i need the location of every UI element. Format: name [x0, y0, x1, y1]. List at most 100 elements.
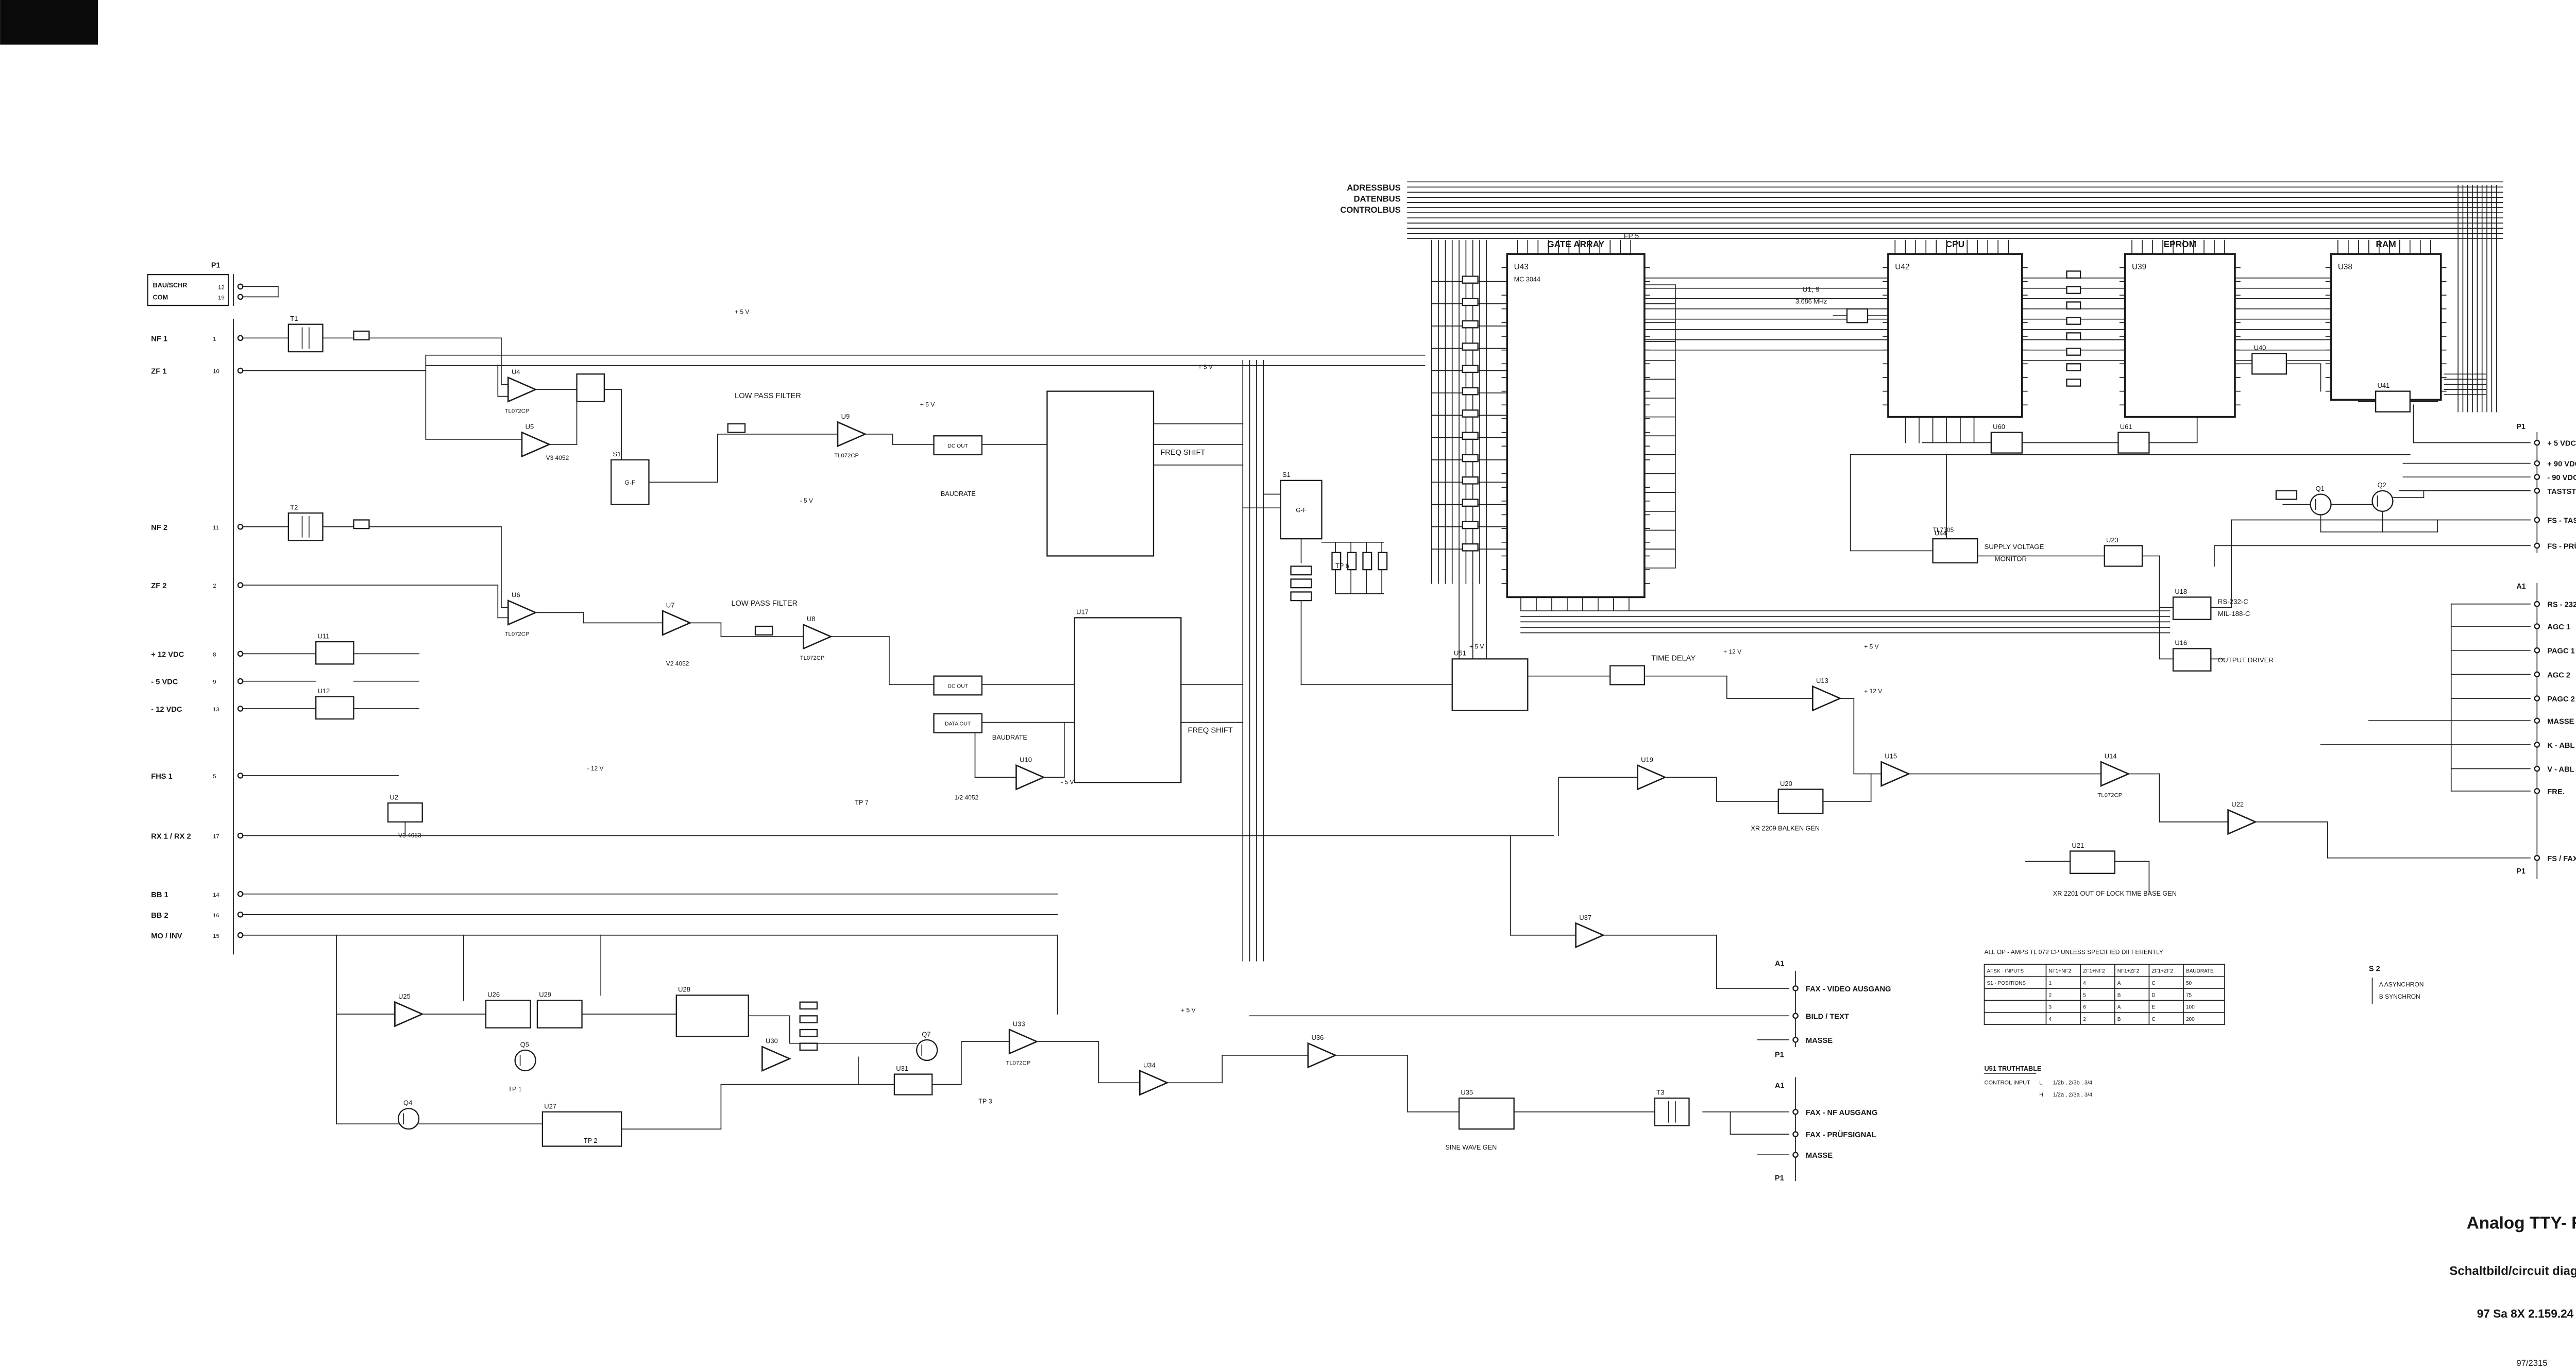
- port-label: FS - TASTSIGNAL: [2547, 517, 2576, 525]
- table-cell: CONTROL INPUT: [1985, 1080, 2031, 1086]
- opamp-ref: U30: [766, 1037, 778, 1045]
- component-box: [576, 373, 605, 402]
- component-ref: U61: [2120, 423, 2132, 431]
- component-ref: U60: [1993, 423, 2005, 431]
- table-cell: 50: [2186, 981, 2192, 986]
- schematic-label: V3 4053: [398, 832, 421, 839]
- scan-artifact: [0, 0, 98, 45]
- schematic-label: TP 6: [1335, 562, 1349, 570]
- port-label: NF 1: [151, 335, 167, 343]
- ic-ref: U43: [1514, 263, 1529, 271]
- table-cell: 1/2a , 2/3a , 3/4: [2053, 1092, 2092, 1098]
- opamp-ref: U33: [1013, 1020, 1025, 1027]
- component-box: [541, 1111, 622, 1147]
- component-ref: U27: [544, 1102, 556, 1110]
- transistor-icon: [397, 1108, 420, 1130]
- table-cell: 1: [2048, 981, 2052, 986]
- port-pin: 12: [218, 285, 225, 291]
- component-box: [1280, 479, 1323, 540]
- opamp-icon: [761, 1046, 792, 1072]
- connector-pin: [237, 706, 244, 712]
- component-box: [485, 1000, 531, 1029]
- component-box: [933, 675, 982, 696]
- component-box: [1609, 665, 1646, 686]
- ic-box: [1506, 253, 1646, 598]
- schematic-label: XR 2209 BALKEN GEN: [1751, 825, 1820, 832]
- port-pin: 8: [213, 652, 216, 658]
- component-label: G-F: [625, 479, 636, 486]
- resistor-box: [799, 1015, 818, 1023]
- table-cell: C: [2151, 981, 2155, 986]
- component-ref: U23: [2106, 536, 2119, 544]
- component-box: [1074, 617, 1182, 783]
- table-cell: E: [2151, 1005, 2155, 1010]
- connector-pin: [237, 773, 244, 779]
- table-cell: C: [2151, 1017, 2155, 1022]
- resistor-box: [2066, 348, 2081, 356]
- schematic-label: A1: [1775, 960, 1784, 968]
- schematic-label: LOW PASS FILTER: [731, 599, 798, 608]
- resistor-box: [2066, 270, 2081, 279]
- schematic-label: 3.686 MHz: [1795, 298, 1827, 305]
- opamp-ref: U25: [398, 992, 411, 1000]
- port-label: PAGC 2: [2547, 695, 2574, 704]
- opamp-ref: U10: [1020, 756, 1032, 763]
- ic-box: [2330, 253, 2442, 401]
- port-pin: 11: [213, 525, 219, 531]
- schematic-label: MIL-188-C: [2218, 610, 2250, 618]
- part-label: TL072CP: [505, 408, 530, 414]
- component-box: [2069, 850, 2115, 874]
- port-label: FRE.: [2547, 788, 2564, 796]
- port-label: FHS 1: [151, 773, 173, 781]
- table-cell: 4: [2083, 981, 2086, 986]
- connector-pin: [1792, 1037, 1799, 1043]
- schematic-label: - 12 V: [587, 765, 604, 772]
- component-ref: U21: [2072, 842, 2084, 849]
- wires-layer: [233, 181, 2538, 1181]
- resistor-box: [1462, 276, 1479, 284]
- opamp-icon: [803, 623, 833, 650]
- table-cell: ZF1+ZF2: [2151, 969, 2173, 974]
- sheet-number: 97/2315: [2516, 1358, 2547, 1368]
- table-cell: AFSK - INPUTS: [1987, 969, 2024, 974]
- connector-pin: [237, 294, 244, 300]
- component-box: [933, 435, 982, 456]
- diagram-title: Analog TTY- FAX: [2467, 1213, 2576, 1232]
- schematic-label: RS-232-C: [2218, 598, 2249, 606]
- schematic-label: P1: [211, 262, 221, 270]
- opamp-icon: [1307, 1042, 1337, 1069]
- schematic-label: A1: [1775, 1082, 1784, 1090]
- component-box: [387, 802, 423, 823]
- port-label: - 90 VDC: [2547, 474, 2576, 482]
- resistor-box: [1462, 298, 1479, 306]
- schematic-label: - 5 V: [1061, 779, 1074, 786]
- connector-pin: [237, 283, 244, 290]
- resistor-box: [1290, 565, 1312, 576]
- port-pin: 15: [213, 933, 219, 939]
- opamp-icon: [1575, 922, 1605, 949]
- drawing-number: 97 Sa 8X 2.159.24: [2477, 1307, 2574, 1321]
- component-ref: U16: [2175, 639, 2187, 647]
- connector-pin: [2534, 488, 2540, 494]
- transistor-icon: [514, 1049, 536, 1072]
- resistor-box: [1462, 476, 1479, 485]
- connector-pin: [2534, 647, 2540, 654]
- resistor-box: [1462, 409, 1479, 418]
- opamp-ref: U15: [1885, 752, 1897, 760]
- opamp-ref: U22: [2231, 800, 2244, 808]
- opamp-icon: [1637, 764, 1667, 791]
- component-box: [933, 713, 982, 733]
- connector-pin: [1792, 1152, 1799, 1158]
- opamp-ref: U8: [807, 615, 816, 623]
- port-label: AGC 1: [2547, 623, 2570, 631]
- opamp-ref: U4: [512, 368, 520, 375]
- schematic-label: + 12 V: [1864, 688, 1882, 695]
- part-label: TL072CP: [834, 453, 859, 459]
- schematic-label: XR 2201 OUT OF LOCK TIME BASE GEN: [2053, 890, 2177, 897]
- table-cell: H: [2039, 1092, 2043, 1098]
- opamp-ref: U37: [1579, 914, 1591, 921]
- opamp-ref: U7: [666, 601, 675, 609]
- table-cell: 2: [2083, 1017, 2086, 1022]
